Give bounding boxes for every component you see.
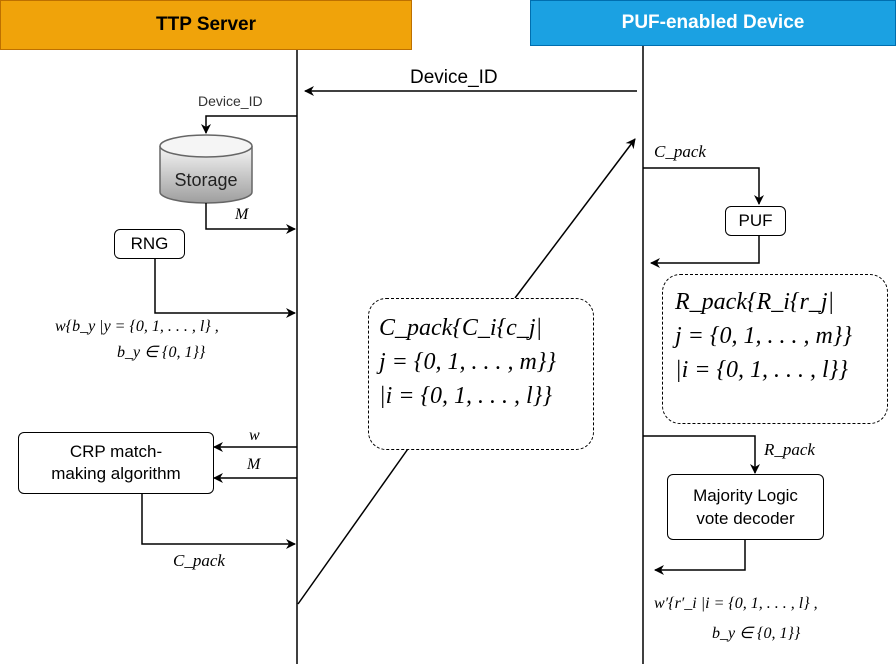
rng-box: RNG (114, 229, 185, 259)
c-pack-to-puf-arrow (643, 167, 764, 205)
w-formula-line1: w{b_y |y = {0, 1, . . . , l} , (55, 318, 219, 335)
r-pack-to-decoder-arrow (643, 435, 760, 474)
crp-line2: making algorithm (51, 464, 181, 483)
c-pack-diagonal-lower (297, 445, 411, 605)
puf-device-header: PUF-enabled Device (530, 0, 896, 46)
c-pack-arrow-label: C_pack (173, 551, 225, 570)
decoder-output-arrow (654, 540, 746, 575)
c-pack-diagonal-upper (514, 138, 636, 299)
w-formula-line2: b_y ∈ {0, 1}} (117, 344, 206, 361)
puf-box: PUF (725, 206, 786, 236)
r-pack-box: R_pack{R_i{r_j| j = {0, 1, . . . , m}} |… (662, 274, 888, 424)
m-label: M (247, 456, 261, 473)
crp-line1: CRP match- (69, 442, 163, 461)
w-label: w (249, 427, 260, 444)
majority-decoder-box: Majority Logic vote decoder (667, 474, 824, 540)
c-pack-device-label: C_pack (654, 142, 706, 161)
storage-label: Storage (174, 170, 238, 190)
c-pack-line1: C_pack{C_i{c_j| (379, 315, 543, 341)
w-prime-formula-line1: w′{r′_i |i = {0, 1, . . . , l} , (654, 595, 818, 612)
storage-cylinder (159, 134, 253, 204)
device-id-to-storage-arrow (201, 115, 297, 134)
m-label-storage: M (235, 206, 249, 223)
w-prime-formula-line2: b_y ∈ {0, 1}} (712, 625, 801, 642)
puf-response-arrow (650, 236, 760, 268)
c-pack-line3: |i = {0, 1, . . . , l}} (379, 383, 552, 409)
c-pack-output-arrow (141, 494, 296, 549)
majority-line2: vote decoder (696, 509, 795, 528)
m-storage-arrow (205, 203, 296, 234)
r-pack-line1: R_pack{R_i{r_j| (675, 289, 835, 315)
r-pack-line3: |i = {0, 1, . . . , l}} (675, 357, 848, 383)
ttp-server-header: TTP Server (0, 0, 412, 50)
rng-output-arrow (154, 259, 296, 318)
device-id-label: Device_ID (410, 67, 498, 88)
majority-line1: Majority Logic (693, 486, 798, 505)
c-pack-box: C_pack{C_i{c_j| j = {0, 1, . . . , m}} |… (368, 298, 594, 450)
r-pack-line2: j = {0, 1, . . . , m}} (675, 323, 852, 349)
crp-matchmaking-box: CRP match- making algorithm (18, 432, 214, 494)
r-pack-arrow-label: R_pack (764, 440, 815, 459)
c-pack-line2: j = {0, 1, . . . , m}} (379, 349, 556, 375)
device-id-small-label: Device_ID (198, 93, 263, 109)
